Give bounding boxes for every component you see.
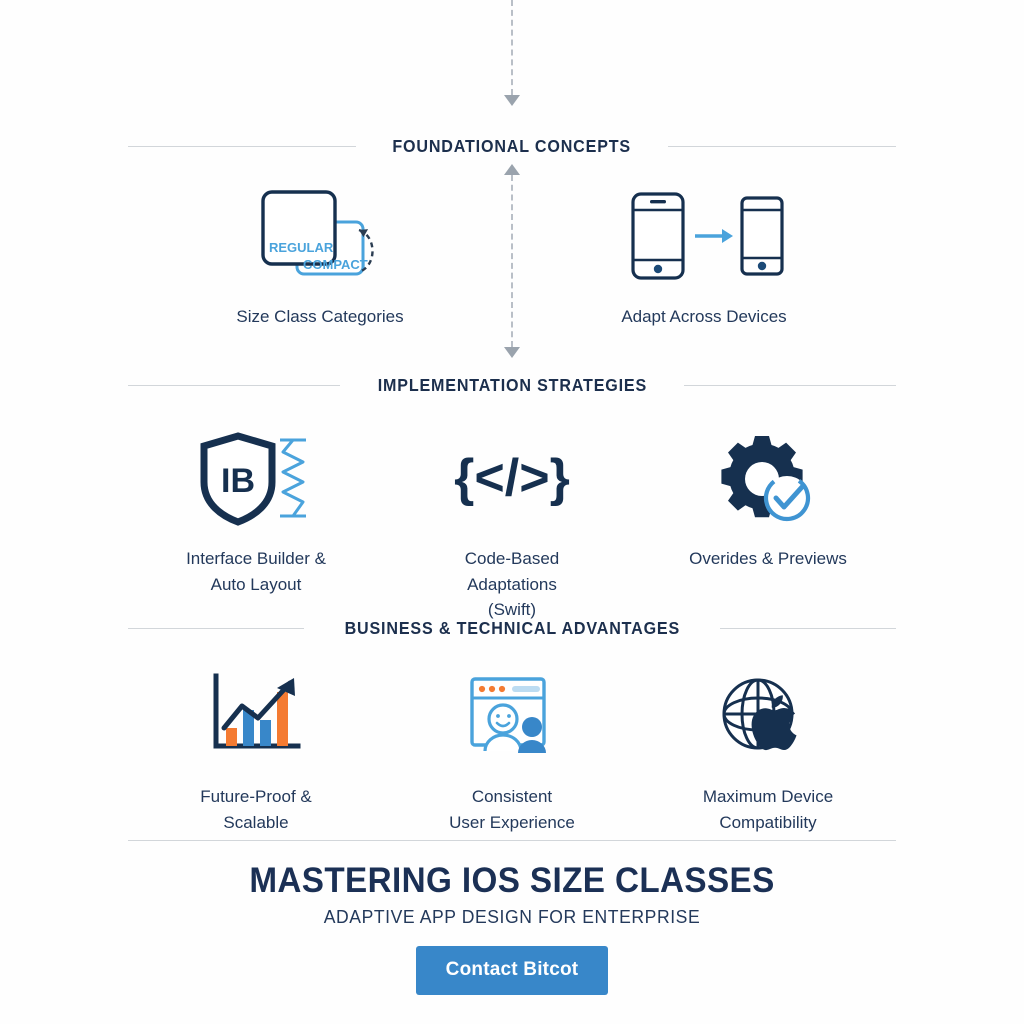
size-class-squares-icon: REGULAR COMPACT — [255, 182, 385, 290]
shield-label: IB — [221, 462, 255, 500]
caption-line-2: User Experience — [449, 812, 575, 832]
caption-line-1: Interface Builder & — [186, 549, 326, 568]
section-title-foundational: FOUNDATIONAL CONCEPTS — [392, 136, 632, 156]
caption-future-proof-scalable: Future-Proof & Scalable — [200, 784, 312, 835]
caption-line-2: Auto Layout — [210, 574, 302, 594]
caption-line-1: Consistent — [471, 787, 553, 806]
code-glyph: {</>} — [454, 449, 570, 507]
header-rule-left-3 — [128, 628, 304, 629]
caption-line-2: Scalable — [223, 812, 289, 832]
page-title: MASTERING IOS SIZE CLASSES — [249, 861, 775, 900]
top-dashed-line — [511, 0, 513, 95]
section-title-advantages: BUSINESS & TECHNICAL ADVANTAGES — [344, 618, 680, 638]
header-rule-right — [667, 146, 896, 147]
header-rule-left — [128, 146, 357, 147]
caption-maximum-device-compatibility: Maximum Device Compatibility — [703, 784, 833, 835]
shield-ib-spring-icon: IB — [196, 424, 316, 532]
caption-line-2: Compatibility — [719, 812, 817, 832]
header-rule-right-3 — [720, 628, 897, 629]
contact-bitcot-button[interactable]: Contact Bitcot — [415, 946, 609, 995]
item-maximum-device-compatibility[interactable]: Maximum Device Compatibility — [643, 662, 893, 835]
caption-line-1: Maximum Device — [702, 787, 834, 806]
label-compact: COMPACT — [303, 257, 368, 272]
caption-adapt-across-devices: Adapt Across Devices — [621, 307, 787, 326]
phone-to-tablet-icon — [619, 182, 789, 290]
cta-wrapper: Contact Bitcot — [0, 946, 1024, 995]
section-header-implementation: IMPLEMENTATION STRATEGIES — [128, 375, 896, 396]
caption-size-class-categories: Size Class Categories — [236, 307, 404, 326]
caption-line-3: (Swift) — [487, 600, 537, 619]
section-header-foundational: FOUNDATIONAL CONCEPTS — [128, 136, 896, 157]
row-implementation-strategies: IB Interface Builder & Auto Layout {</>}… — [128, 424, 896, 623]
label-regular: REGULAR — [269, 240, 334, 255]
footer-divider — [128, 840, 896, 841]
caption-code-based-adaptations: Code-Based Adaptations (Swift) — [465, 546, 560, 623]
top-dashed-connector — [0, 0, 1024, 106]
section-title-implementation: IMPLEMENTATION STRATEGIES — [377, 375, 647, 395]
gear-check-icon — [713, 424, 823, 532]
caption-line-2: Adaptations — [467, 574, 557, 594]
browser-user-icon — [464, 662, 560, 770]
row-foundational-concepts: REGULAR COMPACT Size Class Categories — [128, 182, 896, 330]
row-business-technical-advantages: Future-Proof & Scalable — [128, 662, 896, 835]
caption-line-1: Code-Based — [464, 549, 560, 568]
item-consistent-user-experience[interactable]: Consistent User Experience — [387, 662, 637, 835]
item-interface-builder[interactable]: IB Interface Builder & Auto Layout — [131, 424, 381, 597]
section-header-advantages: BUSINESS & TECHNICAL ADVANTAGES — [128, 618, 897, 639]
item-adapt-across-devices[interactable]: Adapt Across Devices — [579, 182, 829, 330]
caption-interface-builder: Interface Builder & Auto Layout — [186, 546, 326, 597]
arrow-down-icon — [504, 95, 520, 106]
arrow-down-icon-2 — [504, 347, 520, 358]
globe-apple-icon — [716, 662, 820, 770]
item-overrides-previews[interactable]: Overides & Previews — [643, 424, 893, 572]
caption-line-1: Future-Proof & — [200, 787, 312, 806]
header-rule-right-2 — [684, 385, 896, 386]
item-future-proof-scalable[interactable]: Future-Proof & Scalable — [131, 662, 381, 835]
code-brackets-icon: {</>} — [447, 424, 577, 532]
header-rule-left-2 — [128, 385, 340, 386]
caption-overrides-previews: Overides & Previews — [689, 546, 847, 572]
caption-consistent-user-experience: Consistent User Experience — [449, 784, 575, 835]
page-subtitle: ADAPTIVE APP DESIGN FOR ENTERPRISE — [323, 906, 701, 927]
item-size-class-categories[interactable]: REGULAR COMPACT Size Class Categories — [195, 182, 445, 330]
item-code-based-adaptations[interactable]: {</>} Code-Based Adaptations (Swift) — [387, 424, 637, 623]
arrow-up-icon — [504, 164, 520, 175]
caption-line-1: Overides & Previews — [689, 549, 847, 568]
growth-chart-icon — [206, 662, 306, 770]
